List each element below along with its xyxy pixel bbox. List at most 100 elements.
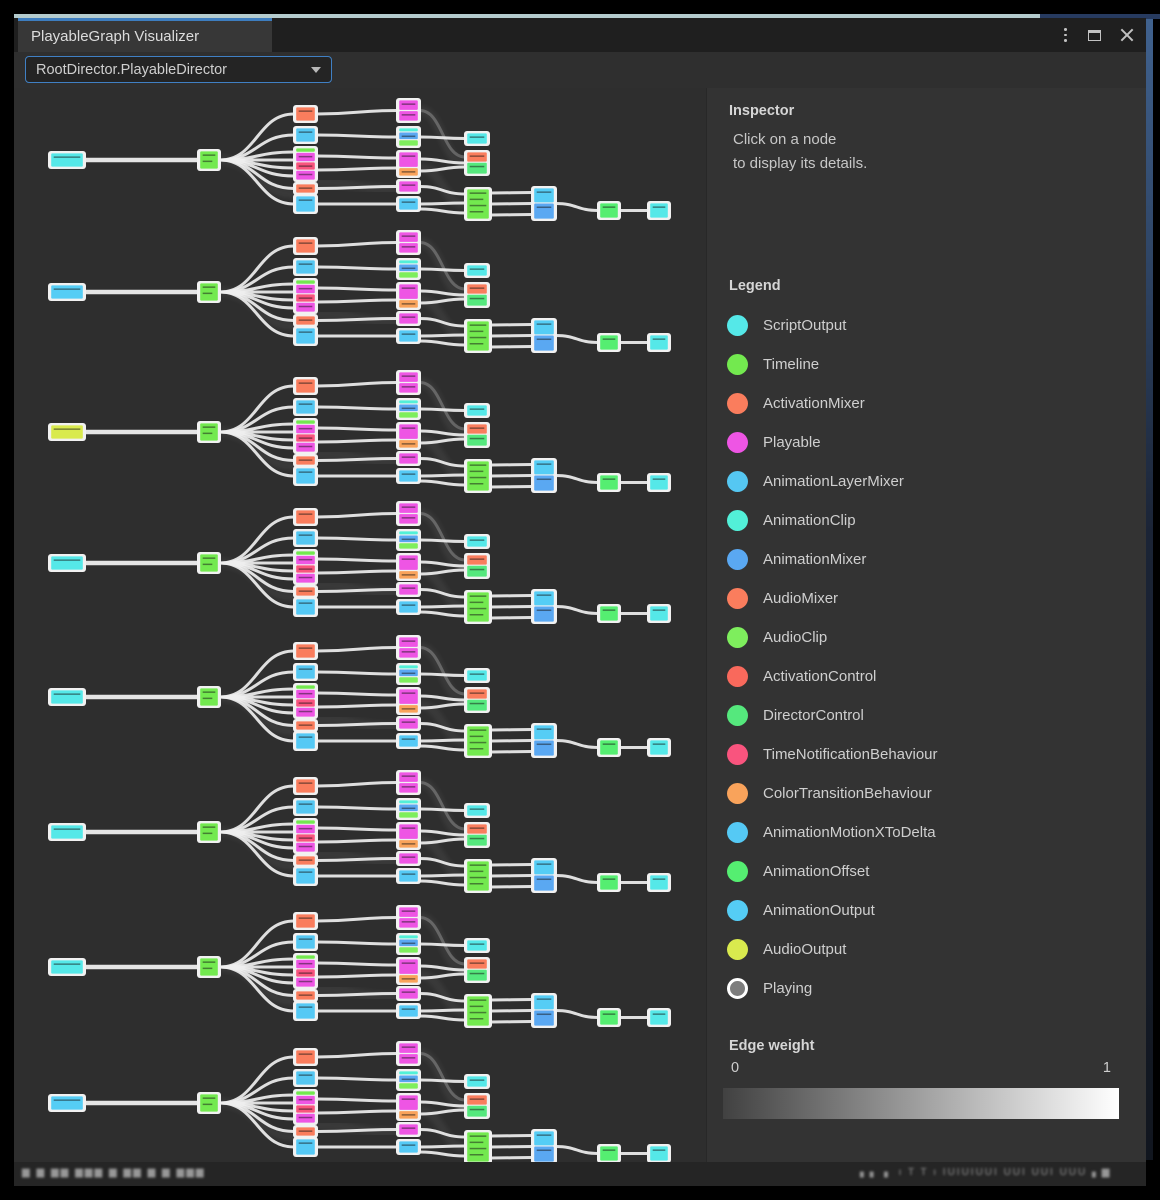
graph-edge bbox=[315, 940, 399, 946]
legend-item: DirectorControl bbox=[727, 696, 1136, 735]
node-text-smudge bbox=[298, 568, 313, 570]
graph-node-segment bbox=[296, 820, 315, 824]
node-text-smudge bbox=[298, 1142, 313, 1144]
graph-node-segment bbox=[467, 555, 487, 565]
graph-edge bbox=[489, 1145, 534, 1149]
graph-canvas[interactable] bbox=[14, 88, 706, 1162]
node-text-smudge bbox=[536, 728, 552, 730]
node-text-smudge bbox=[298, 803, 313, 805]
node-text-smudge bbox=[469, 324, 487, 326]
graph-edge bbox=[418, 1052, 467, 1102]
kebab-menu-icon[interactable] bbox=[1062, 24, 1069, 46]
graph-edge bbox=[315, 646, 399, 653]
status-strip: ▆ ▆ ▆▆ ▆▆▆ ▆ ▆▆ ▆ ▆ ▆▆▆ ▖▖ ▖ ı T T ı IUI… bbox=[14, 1162, 1146, 1186]
node-text-smudge bbox=[401, 184, 416, 186]
graph-node-segment bbox=[467, 834, 487, 846]
node-text-smudge bbox=[298, 724, 313, 726]
node-text-smudge bbox=[401, 843, 416, 845]
graph-edge bbox=[418, 744, 467, 752]
graph-edge bbox=[418, 879, 467, 887]
node-text-smudge bbox=[652, 206, 666, 208]
playable-graph-svg[interactable] bbox=[14, 88, 706, 1162]
node-text-smudge bbox=[401, 942, 416, 945]
node-text-smudge bbox=[536, 463, 552, 465]
graph-node-segment bbox=[296, 260, 315, 274]
graph-node-segment bbox=[296, 914, 315, 928]
graph-row bbox=[48, 770, 671, 893]
graph-node-segment bbox=[399, 232, 418, 242]
tab-playablegraph-visualizer[interactable]: PlayableGraph Visualizer bbox=[18, 18, 272, 52]
graph-node-segment bbox=[399, 1005, 418, 1017]
graph-node-segment bbox=[296, 400, 315, 414]
graph-node-segment bbox=[399, 128, 418, 132]
node-text-smudge bbox=[298, 590, 313, 592]
content-area: Inspector Click on a node to display its… bbox=[14, 88, 1146, 1162]
graph-edge bbox=[315, 298, 399, 304]
director-selector-dropdown[interactable]: RootDirector.PlayableDirector bbox=[25, 56, 332, 83]
graph-node-segment bbox=[650, 606, 668, 621]
node-text-smudge bbox=[469, 607, 487, 610]
graph-edge bbox=[315, 512, 399, 519]
node-text-smudge bbox=[401, 978, 416, 980]
node-text-smudge bbox=[298, 165, 313, 167]
node-text-smudge bbox=[652, 1013, 666, 1015]
graph-edge bbox=[315, 691, 399, 697]
graph-edge bbox=[418, 807, 467, 812]
graph-node-segment bbox=[534, 320, 554, 335]
graph-node-segment bbox=[600, 1146, 618, 1161]
node-text-smudge bbox=[298, 513, 313, 515]
node-text-smudge bbox=[469, 748, 484, 750]
node-text-smudge bbox=[202, 286, 216, 288]
graph-edge bbox=[315, 781, 399, 788]
node-text-smudge bbox=[202, 826, 216, 828]
graph-node-segment bbox=[399, 111, 418, 121]
graph-edge bbox=[315, 722, 399, 727]
graph-node-segment bbox=[296, 531, 315, 545]
node-text-smudge bbox=[469, 1098, 485, 1100]
node-text-smudge bbox=[602, 338, 616, 340]
window-top-accent bbox=[14, 14, 1040, 18]
node-text-smudge bbox=[298, 427, 313, 430]
node-text-smudge bbox=[53, 559, 81, 561]
graph-node-segment bbox=[399, 272, 418, 278]
graph-node-segment bbox=[296, 196, 315, 212]
graph-node-segment bbox=[296, 280, 315, 284]
legend-item: Timeline bbox=[727, 345, 1136, 384]
graph-edge bbox=[418, 857, 467, 868]
legend-item-label: ScriptOutput bbox=[763, 317, 847, 334]
maximize-icon[interactable] bbox=[1088, 29, 1101, 41]
graph-edge bbox=[489, 616, 534, 620]
node-text-smudge bbox=[202, 961, 216, 963]
graph-node-segment bbox=[296, 935, 315, 949]
legend-dot-icon bbox=[727, 822, 748, 843]
legend-dot-icon bbox=[727, 627, 748, 648]
legend-dot-icon bbox=[727, 939, 748, 960]
node-text-smudge bbox=[401, 473, 416, 475]
close-icon[interactable] bbox=[1120, 28, 1134, 42]
graph-edge bbox=[418, 588, 467, 599]
node-text-smudge bbox=[469, 136, 485, 138]
graph-node-segment bbox=[399, 853, 418, 864]
edge-weight-title: Edge weight bbox=[729, 1038, 815, 1054]
node-text-smudge bbox=[469, 673, 485, 675]
graph-row bbox=[48, 635, 671, 758]
node-text-smudge bbox=[401, 721, 416, 723]
node-text-smudge bbox=[469, 568, 485, 571]
node-text-smudge bbox=[53, 156, 81, 158]
graph-row bbox=[48, 370, 671, 493]
node-text-smudge bbox=[202, 426, 216, 428]
graph-node-segment bbox=[399, 543, 418, 549]
node-text-smudge bbox=[298, 1108, 313, 1110]
graph-node-segment bbox=[51, 556, 83, 570]
legend-item-label: AnimationMixer bbox=[763, 551, 867, 568]
graph-node-segment bbox=[51, 1096, 83, 1110]
node-text-smudge bbox=[469, 483, 484, 485]
legend-dot-icon bbox=[727, 510, 748, 531]
graph-edge bbox=[315, 703, 399, 709]
edge-weight-gradient-bar bbox=[723, 1088, 1119, 1119]
graph-edge bbox=[554, 1009, 600, 1019]
graph-edge bbox=[418, 1008, 467, 1013]
graph-edge bbox=[418, 873, 467, 878]
graph-node-segment bbox=[600, 875, 618, 890]
